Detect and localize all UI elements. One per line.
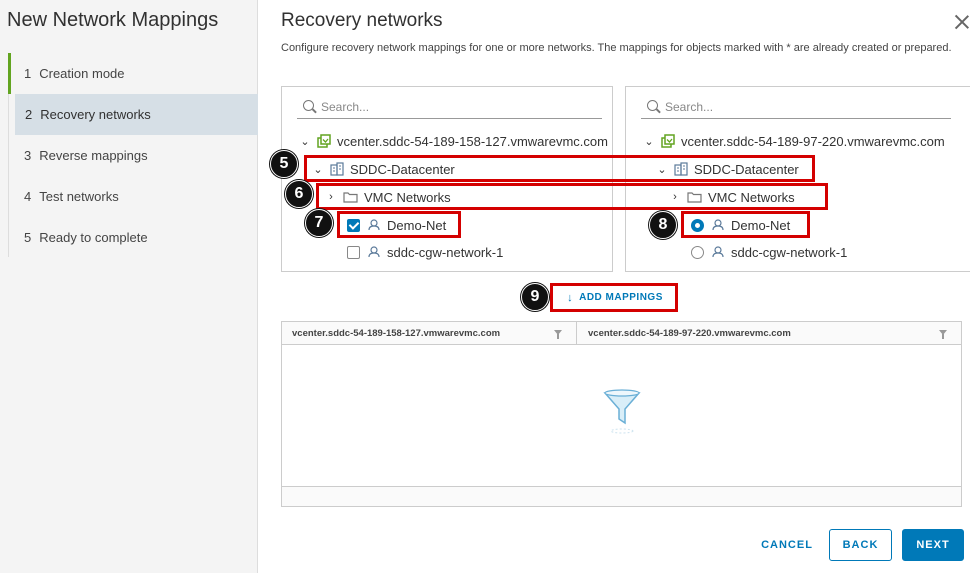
step-number: 1 [24,66,32,81]
grid-column-target[interactable]: vcenter.sddc-54-189-97-220.vmwarevmc.com [577,322,961,345]
tree-node-datacenter[interactable]: ⌄ SDDC-Datacenter [656,159,799,179]
network-icon [368,246,380,258]
mappings-grid: vcenter.sddc-54-189-158-127.vmwarevmc.co… [281,321,962,507]
wizard-steps: 1 Creation mode 2 Recovery networks 3 Re… [8,53,258,258]
chevron-down-icon[interactable]: ⌄ [657,163,667,176]
column-label: vcenter.sddc-54-189-158-127.vmwarevmc.co… [292,328,501,339]
datacenter-label: SDDC-Datacenter [350,161,455,177]
step-test-networks[interactable]: 4 Test networks [8,176,258,217]
tree-node-folder[interactable]: › VMC Networks [669,187,795,207]
column-label: vcenter.sddc-54-189-97-220.vmwarevmc.com [588,328,791,339]
datacenter-icon [330,162,344,176]
wizard-title: New Network Mappings [7,9,219,31]
vcenter-icon [317,134,331,148]
tree-node-network[interactable]: Demo-Net [691,215,790,235]
add-mappings-button[interactable]: ↓ ADD MAPPINGS [553,285,677,310]
grid-column-source[interactable]: vcenter.sddc-54-189-158-127.vmwarevmc.co… [282,322,577,345]
tree-node-network[interactable]: sddc-cgw-network-1 [691,242,847,262]
step-recovery-networks[interactable]: 2 Recovery networks [15,94,258,135]
callout-badge: 9 [521,283,549,311]
vcenter-label: vcenter.sddc-54-189-97-220.vmwarevmc.com [681,133,945,149]
vcenter-label: vcenter.sddc-54-189-158-127.vmwarevmc.co… [337,133,608,149]
step-label: Creation mode [39,66,125,81]
target-search [641,97,951,119]
cancel-button[interactable]: CANCEL [752,529,822,561]
step-ready-to-complete[interactable]: 5 Ready to complete [8,217,258,258]
chevron-down-icon[interactable]: ⌄ [300,135,310,148]
folder-icon [343,192,358,203]
callout-badge: 7 [305,209,333,237]
step-number: 4 [24,189,32,204]
network-radio[interactable] [691,218,704,232]
folder-icon [687,192,702,203]
filter-icon[interactable] [939,330,947,339]
tree-node-vcenter[interactable]: ⌄ vcenter.sddc-54-189-158-127.vmwarevmc.… [299,131,608,151]
back-button[interactable]: BACK [829,529,892,561]
folder-label: VMC Networks [364,189,451,205]
step-reverse-mappings[interactable]: 3 Reverse mappings [8,135,258,176]
network-icon [712,246,724,258]
datacenter-icon [674,162,688,176]
grid-footer [282,486,961,506]
add-mappings-label: ADD MAPPINGS [579,292,663,303]
datacenter-label: SDDC-Datacenter [694,161,799,177]
network-checkbox[interactable] [347,218,360,232]
network-label: sddc-cgw-network-1 [387,244,504,260]
callout-badge: 6 [285,180,313,208]
folder-label: VMC Networks [708,189,795,205]
vcenter-icon [661,134,675,148]
network-checkbox[interactable] [347,245,360,259]
step-label: Test networks [39,189,119,204]
close-icon[interactable] [954,14,970,30]
step-number: 3 [24,148,32,163]
next-button[interactable]: NEXT [902,529,964,561]
tree-node-folder[interactable]: › VMC Networks [325,187,451,207]
step-creation-mode[interactable]: 1 Creation mode [8,53,258,94]
page-title: Recovery networks [281,10,443,31]
tree-node-vcenter[interactable]: ⌄ vcenter.sddc-54-189-97-220.vmwarevmc.c… [643,131,945,151]
tree-node-network[interactable]: sddc-cgw-network-1 [347,242,503,262]
source-network-tree: ⌄ vcenter.sddc-54-189-158-127.vmwarevmc.… [281,86,613,272]
network-label: sddc-cgw-network-1 [731,244,848,260]
empty-filter-icon [603,389,641,434]
filter-icon[interactable] [554,330,562,339]
target-search-input[interactable] [665,98,935,116]
step-number: 2 [25,107,33,122]
page-description: Configure recovery network mappings for … [281,42,952,54]
network-label: Demo-Net [387,217,447,233]
search-icon [303,100,314,111]
source-search-input[interactable] [321,98,591,116]
callout-badge: 5 [270,150,298,178]
target-network-tree: ⌄ vcenter.sddc-54-189-97-220.vmwarevmc.c… [625,86,970,272]
step-label: Reverse mappings [39,148,148,163]
source-search [297,97,602,119]
callout-badge: 8 [649,211,677,239]
chevron-down-icon[interactable]: ⌄ [313,163,323,176]
network-icon [368,219,380,231]
chevron-down-icon[interactable]: ⌄ [644,135,654,148]
tree-node-datacenter[interactable]: ⌄ SDDC-Datacenter [312,159,455,179]
search-icon [647,100,658,111]
wizard-sidebar: New Network Mappings 1 Creation mode 2 R… [0,0,258,573]
grid-header: vcenter.sddc-54-189-158-127.vmwarevmc.co… [282,322,961,345]
chevron-right-icon[interactable]: › [673,191,677,203]
network-label: Demo-Net [731,217,791,233]
chevron-right-icon[interactable]: › [329,191,333,203]
step-label: Recovery networks [40,107,151,122]
step-label: Ready to complete [39,230,148,245]
network-radio[interactable] [691,245,704,259]
tree-node-network[interactable]: Demo-Net [347,215,446,235]
step-number: 5 [24,230,32,245]
steps-divider [8,94,9,257]
network-icon [712,219,724,231]
arrow-down-icon: ↓ [567,291,574,304]
